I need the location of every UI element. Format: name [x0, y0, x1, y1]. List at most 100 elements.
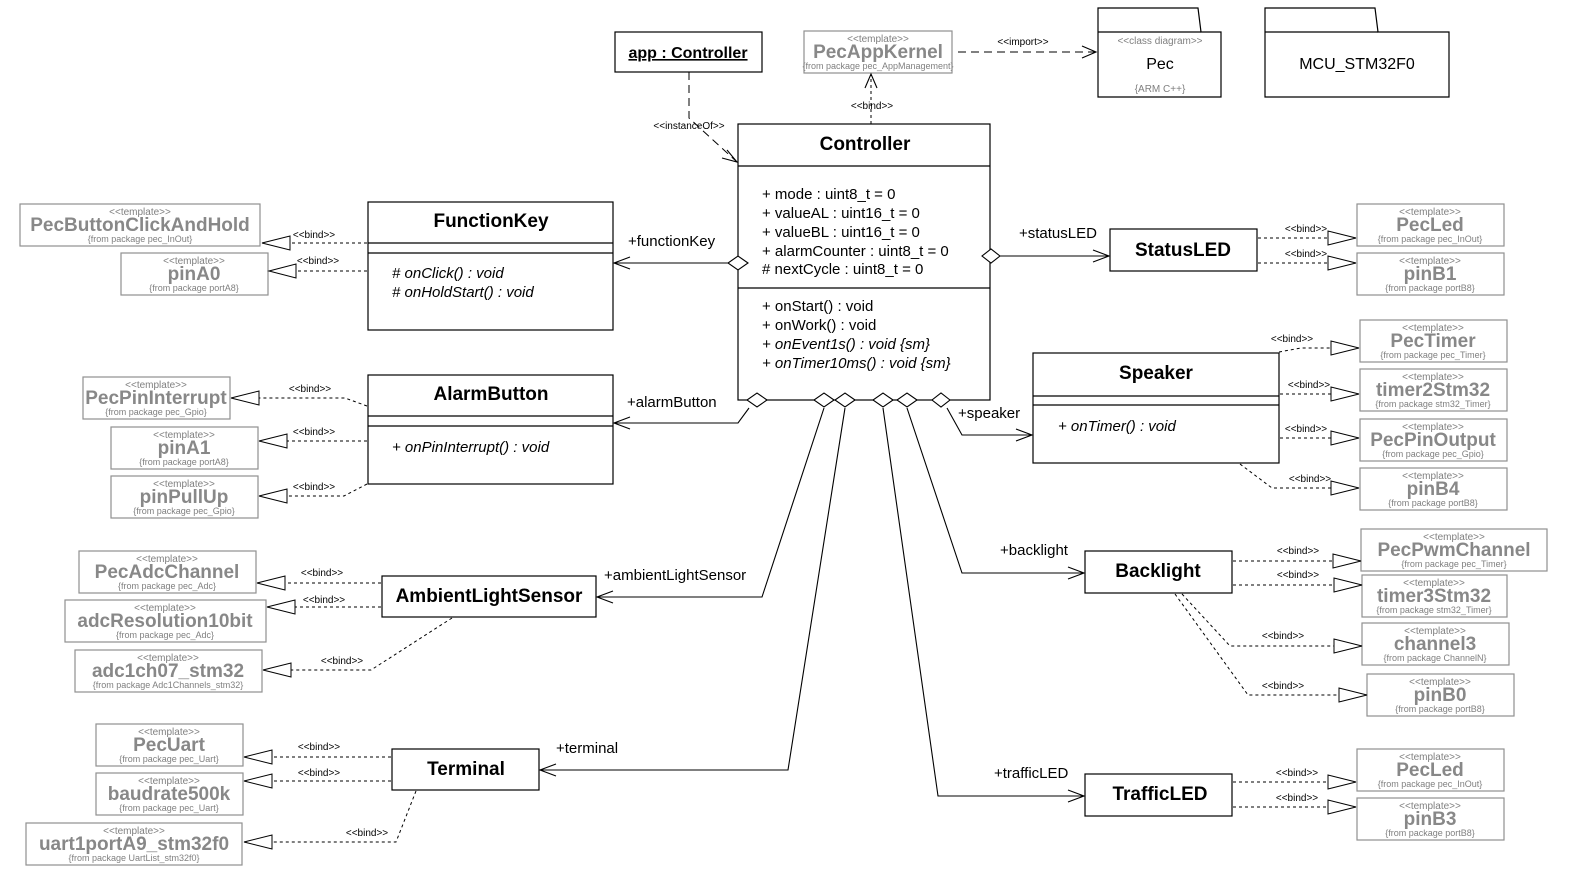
bind-dependency: <<bind>>: [1271, 334, 1360, 356]
association-trafficled: +trafficLED: [872, 392, 1086, 803]
template-name: adcResolution10bit: [77, 611, 253, 632]
template-name: timer2Stm32: [1376, 380, 1490, 401]
template-pecappkernel: <<template>> PecAppKernel {from package …: [802, 30, 954, 74]
bind-dependency: <<bind>>: [1174, 593, 1368, 703]
association-statusled: +statusLED: [981, 225, 1111, 264]
bind-dependency: <<bind>>: [1233, 546, 1362, 569]
template-box: <<template>> PecLed {from package pec_In…: [1356, 748, 1505, 792]
template-package: {from package portB8}: [1388, 498, 1478, 508]
template-stereotype: <<template>>: [163, 256, 225, 267]
template-box: <<template>> pinB1 {from package portB8}: [1356, 252, 1505, 296]
role-label: +statusLED: [1019, 225, 1097, 242]
template-package: {from package pec_AppManagement}: [802, 61, 953, 71]
operation: + onTimer10ms() : void {sm}: [762, 355, 951, 372]
template-package: {from package stm32_Timer}: [1376, 605, 1491, 615]
bind-dependency: <<bind>>: [1258, 224, 1357, 246]
template-stereotype: <<template>>: [103, 826, 165, 837]
bind-label: <<bind>>: [293, 482, 335, 493]
bind-dependency: <<bind>>: [1181, 593, 1363, 654]
template-box: <<template>> PecPwmChannel {from package…: [1360, 528, 1548, 572]
template-package: {from package pec_Timer}: [1380, 350, 1485, 360]
template-box: <<template>> PecPinOutput {from package …: [1359, 418, 1508, 462]
kernel-bind-label: <<bind>>: [851, 101, 893, 112]
bind-label: <<bind>>: [1276, 768, 1318, 779]
attribute: # nextCycle : uint8_t = 0: [762, 261, 923, 278]
bind-dependency: <<bind>>: [1258, 249, 1357, 271]
template-package: {from package pec_Adc}: [116, 630, 214, 640]
bind-dependency: <<bind>>: [1233, 570, 1363, 593]
template-package: {from package UartList_stm32f0}: [68, 853, 199, 863]
bind-dependency: <<bind>>: [230, 384, 368, 407]
class-name: Controller: [820, 134, 911, 155]
package-pec: <<class diagram>> Pec {ARM C++}: [1097, 7, 1222, 98]
template-package: {from package pec_Uart}: [119, 803, 219, 813]
template-name: pinB0: [1414, 685, 1467, 706]
operation: # onHoldStart() : void: [392, 284, 534, 301]
bind-dependency: <<bind>>: [1280, 380, 1360, 402]
instance-label: app : Controller: [628, 45, 747, 62]
class-speaker: Speaker + onTimer() : void: [1032, 352, 1280, 464]
role-label: +terminal: [556, 740, 618, 757]
role-label: +alarmButton: [627, 394, 717, 411]
template-box: <<template>> timer2Stm32 {from package s…: [1359, 368, 1508, 412]
template-name: PecPinOutput: [1370, 430, 1496, 451]
operation: + onPinInterrupt() : void: [392, 439, 550, 456]
bind-label: <<bind>>: [346, 828, 388, 839]
class-alarmbutton: AlarmButton + onPinInterrupt() : void: [367, 374, 614, 485]
template-stereotype: <<template>>: [1399, 207, 1461, 218]
template-stereotype: <<template>>: [1409, 677, 1471, 688]
class-name: TrafficLED: [1112, 784, 1207, 805]
bind-dependency: <<bind>>: [261, 230, 367, 251]
class-ambientlightsensor: AmbientLightSensor: [381, 575, 597, 618]
bind-dependency: <<bind>>: [243, 768, 391, 789]
template-package: {from package pec_InOut}: [1378, 779, 1483, 789]
template-stereotype: <<template>>: [1402, 422, 1464, 433]
association-ambientlightsensor: +ambientLightSensor: [595, 392, 835, 604]
association-alarmbutton: +alarmButton: [612, 392, 768, 430]
bind-label: <<bind>>: [1289, 474, 1331, 485]
role-label: +backlight: [1000, 542, 1069, 559]
class-backlight: Backlight: [1084, 550, 1233, 594]
template-name: pinA0: [168, 264, 221, 285]
class-name: StatusLED: [1135, 240, 1231, 261]
template-name: pinB4: [1407, 479, 1460, 500]
template-name: PecAppKernel: [813, 42, 943, 63]
template-package: {from package pec_Gpio}: [133, 506, 235, 516]
instance-app-controller: app : Controller: [614, 31, 763, 73]
class-name: AmbientLightSensor: [396, 586, 583, 607]
template-box: <<template>> PecButtonClickAndHold {from…: [19, 203, 261, 247]
template-stereotype: <<template>>: [138, 776, 200, 787]
template-package: {from package portA8}: [139, 457, 229, 467]
bind-label: <<bind>>: [1277, 546, 1319, 557]
template-package: {from package pec_Gpio}: [1382, 449, 1484, 459]
template-box: <<template>> PecUart {from package pec_U…: [95, 723, 244, 767]
template-package: {from package stm32_Timer}: [1375, 399, 1490, 409]
bind-dependency: <<bind>>: [1233, 793, 1357, 815]
template-box: <<template>> PecPinInterrupt {from packa…: [82, 376, 231, 420]
template-stereotype: <<template>>: [1399, 801, 1461, 812]
template-name: PecLed: [1396, 760, 1464, 781]
template-box: <<template>> pinB3 {from package portB8}: [1356, 797, 1505, 841]
template-name: PecPinInterrupt: [85, 388, 227, 409]
bind-label: <<bind>>: [301, 568, 343, 579]
bind-label: <<bind>>: [1262, 681, 1304, 692]
template-stereotype: <<template>>: [137, 653, 199, 664]
template-box: <<template>> adcResolution10bit {from pa…: [64, 599, 267, 643]
role-label: +functionKey: [628, 233, 716, 250]
template-name: PecAdcChannel: [95, 562, 240, 583]
bind-label: <<bind>>: [289, 384, 331, 395]
bind-label: <<bind>>: [1285, 249, 1327, 260]
template-name: uart1portA9_stm32f0: [39, 834, 229, 855]
attribute: + valueAL : uint16_t = 0: [762, 205, 920, 222]
template-package: {from package pec_Timer}: [1401, 559, 1506, 569]
association-speaker: +speaker: [931, 392, 1034, 442]
bind-dependency: <<bind>>: [243, 790, 417, 850]
import-label: <<import>>: [997, 37, 1048, 48]
template-name: pinA1: [158, 438, 211, 459]
template-stereotype: <<template>>: [136, 554, 198, 565]
template-package: {from package pec_Gpio}: [105, 407, 207, 417]
template-package: {from package pec_Uart}: [119, 754, 219, 764]
bind-label: <<bind>>: [1277, 570, 1319, 581]
template-stereotype: <<template>>: [847, 34, 909, 45]
